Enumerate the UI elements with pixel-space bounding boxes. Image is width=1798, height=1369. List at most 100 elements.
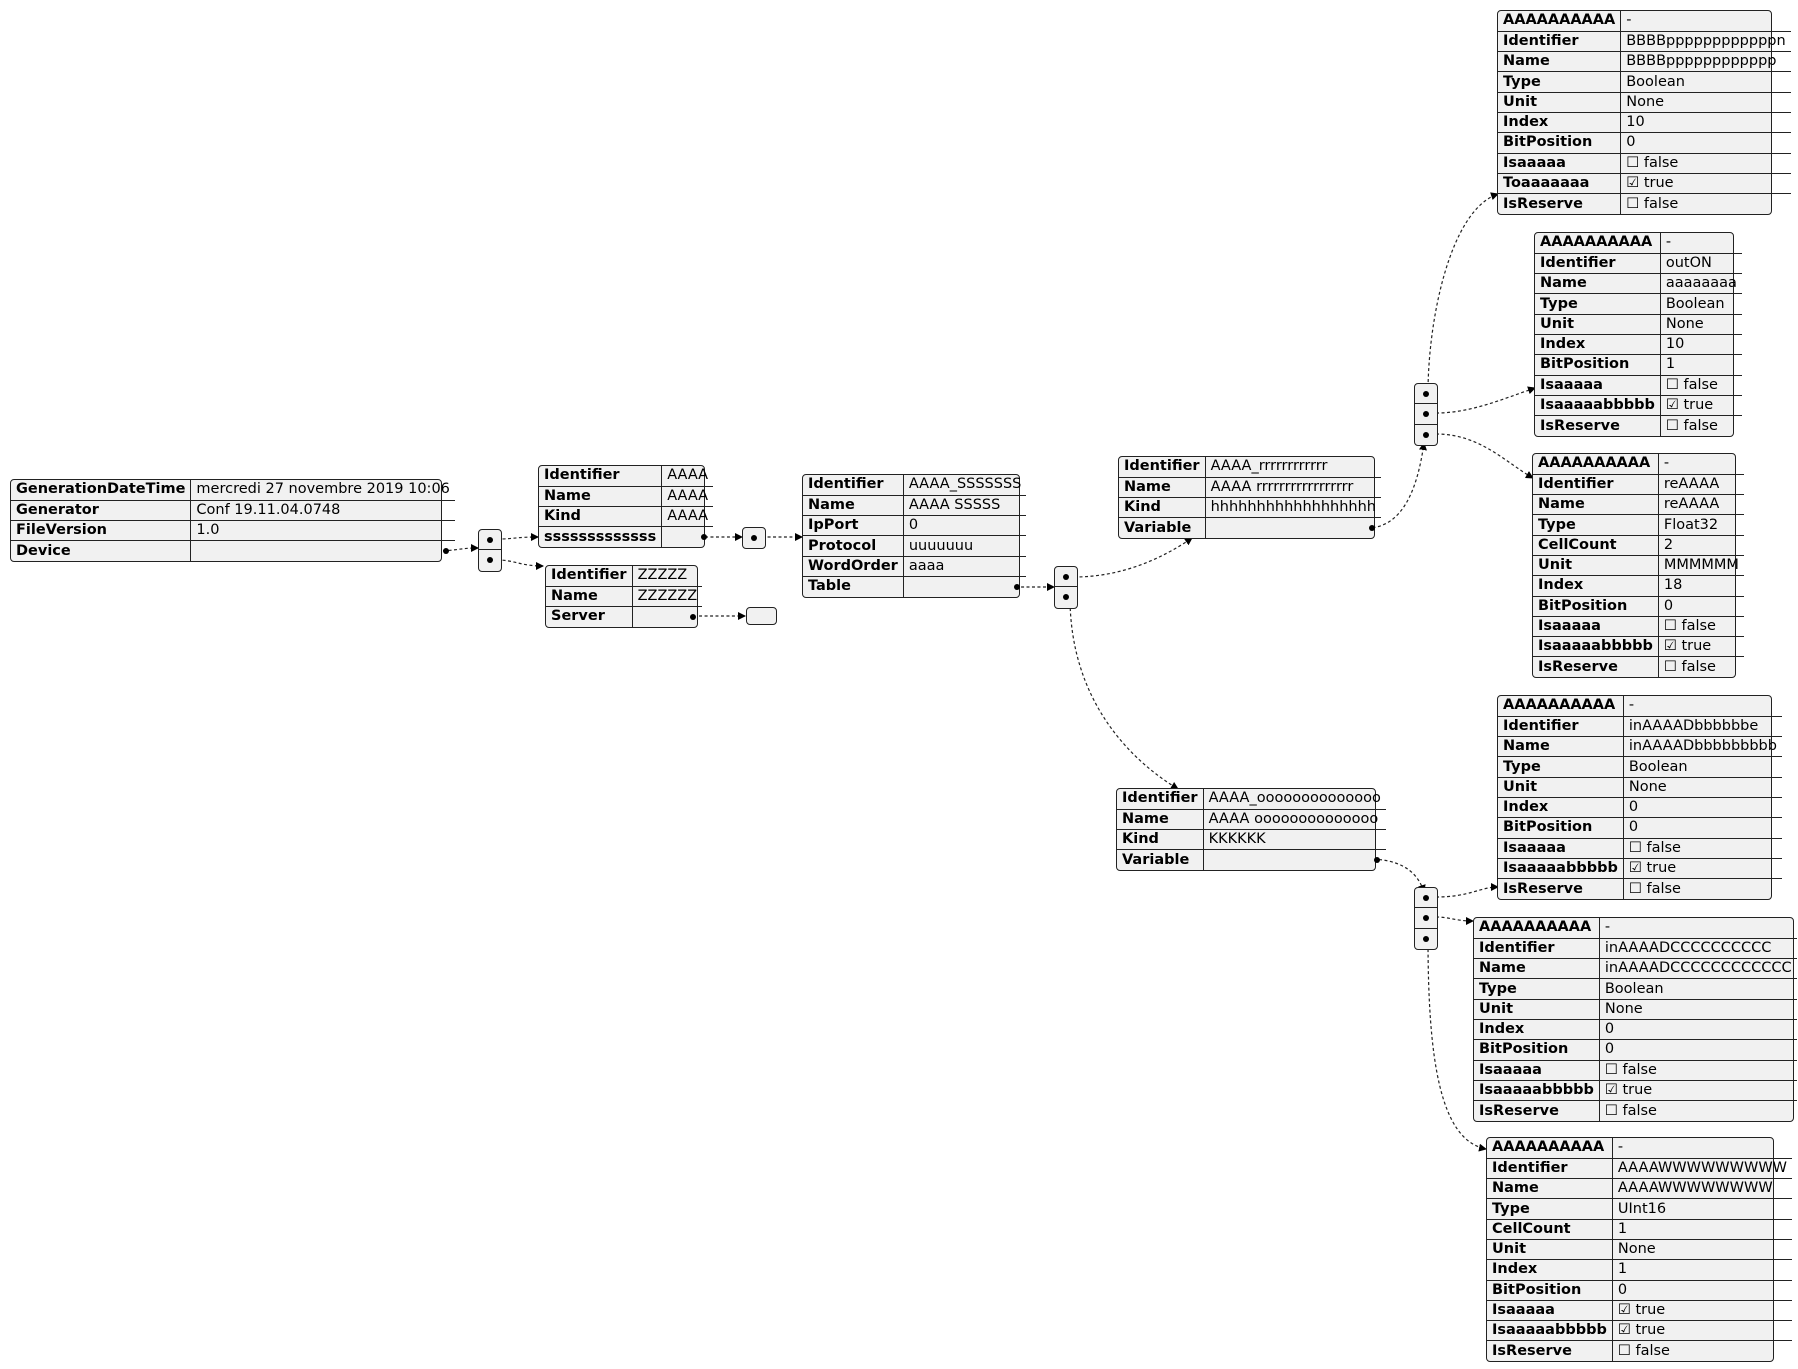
var3-key: CellCount xyxy=(1533,535,1659,556)
var2-row: Isaaaaa☐ false xyxy=(1535,375,1742,396)
var4-key: Index xyxy=(1498,797,1624,819)
empty-server-list xyxy=(746,607,777,625)
table1-value: AAAA rrrrrrrrrrrrrrrrr xyxy=(1205,477,1381,499)
table2-key: Name xyxy=(1117,809,1204,831)
table2-row: Variable xyxy=(1117,849,1386,871)
device2-value xyxy=(632,607,702,627)
var1-value: Boolean xyxy=(1620,71,1791,93)
link-dot xyxy=(1014,583,1021,590)
var3-row: IsReserve☐ false xyxy=(1533,656,1744,678)
var3-value: ☐ false xyxy=(1663,658,1716,675)
link-dot xyxy=(1373,857,1380,864)
var3-key: Index xyxy=(1533,575,1659,597)
edge-tables-table1 xyxy=(1073,537,1193,578)
var2-key: AAAAAAAAAA xyxy=(1535,233,1661,254)
device1-row: sssssssssssss xyxy=(539,526,713,548)
var6-key: IsReserve xyxy=(1487,1340,1613,1362)
tables-array-item-0 xyxy=(1055,567,1077,588)
var5-value: Boolean xyxy=(1599,978,1797,1000)
var2-value: ☐ false xyxy=(1660,375,1742,396)
var5-row: AAAAAAAAAA- xyxy=(1474,918,1797,939)
var3-key: Isaaaaa xyxy=(1533,616,1659,638)
var6-value: AAAAWWWWWWWW xyxy=(1612,1178,1792,1200)
var1-value: None xyxy=(1620,92,1791,113)
server-key: IpPort xyxy=(803,515,904,537)
var4-value: Boolean xyxy=(1623,756,1782,778)
var6-value: 0 xyxy=(1612,1280,1792,1301)
var4-row: AAAAAAAAAA- xyxy=(1498,696,1782,717)
var2-key: Index xyxy=(1535,334,1661,356)
device1-value: AAAA xyxy=(661,506,714,528)
var2-value: 1 xyxy=(1660,354,1742,376)
table2-key: Identifier xyxy=(1117,789,1204,810)
edge-devices-device1 xyxy=(496,533,539,542)
var5-value: ☐ false xyxy=(1604,1102,1657,1119)
device-array xyxy=(478,529,502,572)
var4-row: IsReserve☐ false xyxy=(1498,878,1782,899)
var4-row: Isaaaaa☐ false xyxy=(1498,838,1782,859)
var1-value: ☐ false xyxy=(1626,195,1679,212)
var2-row: Isaaaaabbbbb☑ true xyxy=(1535,395,1742,417)
root-value: Conf 19.11.04.0748 xyxy=(190,500,455,522)
var5-key: Name xyxy=(1474,958,1600,980)
var5-row: IsReserve☐ false xyxy=(1474,1100,1797,1121)
var4-key: Identifier xyxy=(1498,716,1624,738)
variable-array-1-item-1 xyxy=(1415,404,1437,425)
root-value xyxy=(191,541,455,561)
edge-varlist1-var1 xyxy=(1427,192,1499,394)
device2-value: ZZZZZ xyxy=(632,566,703,587)
variable-array-2-item-2 xyxy=(1415,929,1437,949)
var3-key: BitPosition xyxy=(1533,596,1659,617)
var3-value: - xyxy=(1658,454,1744,475)
var4-key: AAAAAAAAAA xyxy=(1498,696,1624,717)
table1-key: Identifier xyxy=(1119,457,1206,478)
var1-key: Name xyxy=(1498,51,1622,73)
var6-value: AAAAWWWWWWWWW xyxy=(1612,1158,1792,1180)
link-dot xyxy=(1369,525,1375,532)
link-dot xyxy=(442,548,449,555)
var1-row: IsReserve☐ false xyxy=(1498,193,1791,214)
device2-key: Server xyxy=(546,606,633,627)
var3-value: 18 xyxy=(1658,575,1744,597)
device1-value: AAAA xyxy=(661,486,714,508)
link-dot xyxy=(701,534,708,541)
var3-value: ☐ false xyxy=(1658,616,1744,638)
var6-key: BitPosition xyxy=(1487,1280,1613,1301)
variable-array-1-item-2 xyxy=(1415,425,1437,445)
var6-row: Isaaaaabbbbb☑ true xyxy=(1487,1320,1792,1342)
root-key: GenerationDateTime xyxy=(11,480,192,501)
var4-key: BitPosition xyxy=(1498,817,1624,839)
var4-key: Type xyxy=(1498,756,1624,778)
device-array-item-1 xyxy=(479,550,501,570)
link-dot xyxy=(690,613,697,620)
var4-value: 0 xyxy=(1623,797,1782,819)
var3-value: reAAAA xyxy=(1658,494,1744,516)
var3-key: Name xyxy=(1533,494,1659,516)
table2-key: Kind xyxy=(1117,829,1204,851)
